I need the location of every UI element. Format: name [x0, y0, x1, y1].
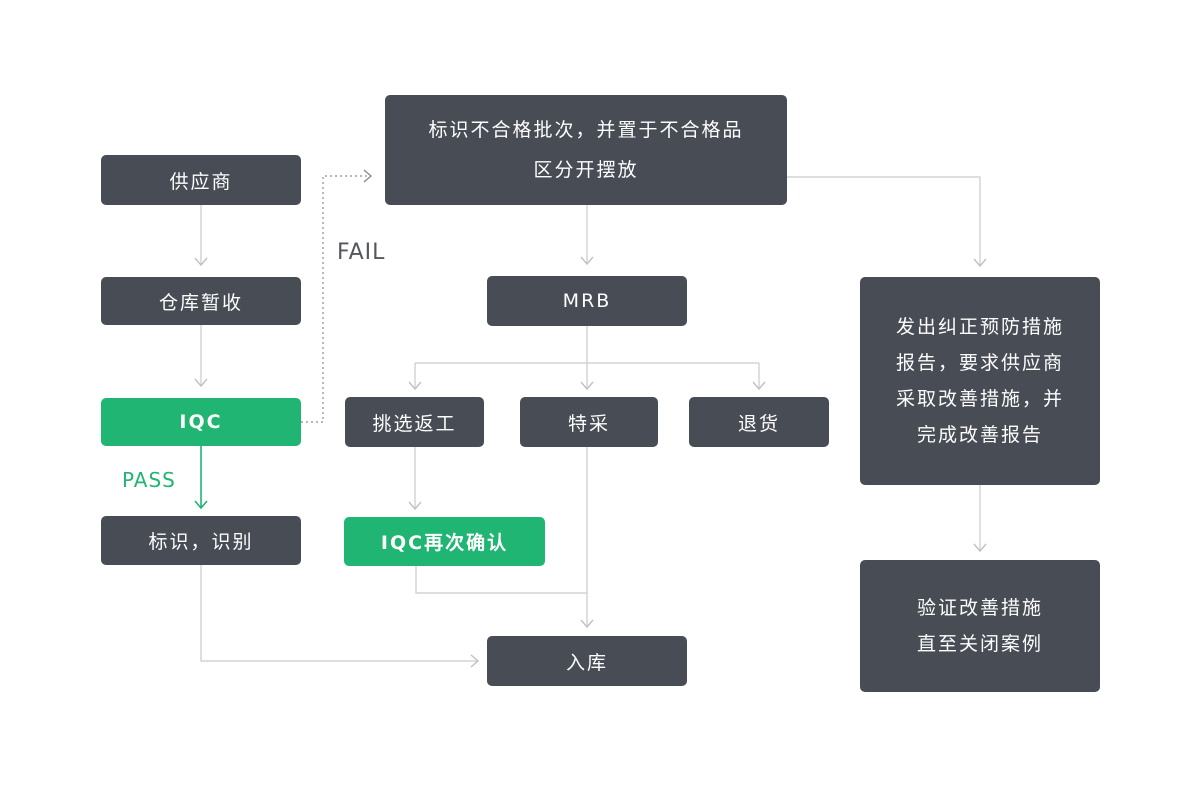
- node-mrb-label: MRB: [562, 290, 612, 312]
- arrow-capa-verify: [973, 543, 987, 553]
- pass-label: PASS: [122, 468, 176, 492]
- arrow-hold-capa: [973, 258, 987, 268]
- node-supplier: 供应商: [101, 155, 301, 205]
- node-capa-report: 发出纠正预防措施 报告，要求供应商 采取改善措施，并 完成改善报告: [860, 277, 1100, 485]
- node-nonconforming-hold: 标识不合格批次，并置于不合格品 区分开摆放: [385, 95, 787, 205]
- arrow-mrb-special: [580, 381, 594, 391]
- node-iqc: IQC: [101, 398, 301, 446]
- node-capa-report-line1: 发出纠正预防措施: [895, 316, 1064, 338]
- node-special-acceptance: 特采: [520, 397, 658, 447]
- node-capa-report-line4: 完成改善报告: [916, 424, 1043, 446]
- arrow-warehouse-iqc: [194, 378, 208, 388]
- node-warehouse-in-label: 入库: [565, 651, 608, 674]
- node-return-goods: 退货: [689, 397, 829, 447]
- arrow-sort-reconfirm: [408, 501, 422, 511]
- arrow-special-warehousein: [580, 619, 594, 629]
- node-warehouse-receive-label: 仓库暂收: [158, 291, 243, 314]
- edge-mrb-branches: [414, 326, 760, 389]
- node-iqc-reconfirm: IQC再次确认: [344, 517, 545, 566]
- edge-identify-warehousein: [200, 565, 478, 662]
- node-nonconforming-hold-line2: 区分开摆放: [533, 159, 639, 181]
- edge-hold-capa: [787, 176, 981, 266]
- node-sort-rework-label: 挑选返工: [372, 412, 457, 435]
- node-verify-close-line2: 直至关闭案例: [916, 633, 1043, 655]
- node-supplier-label: 供应商: [169, 170, 233, 193]
- node-mrb: MRB: [487, 276, 687, 326]
- node-capa-report-line3: 采取改善措施，并: [895, 388, 1064, 410]
- arrow-iqc-fail: [363, 169, 373, 183]
- node-nonconforming-hold-line1: 标识不合格批次，并置于不合格品: [428, 119, 744, 141]
- arrow-hold-mrb: [580, 256, 594, 266]
- node-iqc-label: IQC: [179, 411, 223, 433]
- node-mark-identify-label: 标识，识别: [148, 531, 254, 553]
- arrow-iqc-pass: [194, 500, 208, 510]
- node-sort-rework: 挑选返工: [345, 397, 484, 447]
- node-special-acceptance-label: 特采: [567, 412, 610, 435]
- edge-iqc-fail: [301, 175, 371, 423]
- fail-label: FAIL: [337, 240, 386, 265]
- node-iqc-reconfirm-label: IQC再次确认: [380, 532, 509, 554]
- arrow-mrb-sort: [408, 381, 422, 391]
- node-return-goods-label: 退货: [737, 412, 780, 435]
- node-capa-report-line2: 报告，要求供应商: [895, 352, 1064, 374]
- arrow-mrb-return: [752, 381, 766, 391]
- node-warehouse-in: 入库: [487, 636, 687, 686]
- arrow-identify-warehousein: [470, 654, 480, 668]
- node-verify-close-line1: 验证改善措施: [916, 597, 1043, 619]
- node-warehouse-receive: 仓库暂收: [101, 277, 301, 325]
- edge-reconfirm-join: [415, 566, 587, 594]
- node-mark-identify: 标识，识别: [101, 516, 301, 565]
- node-verify-close: 验证改善措施 直至关闭案例: [860, 560, 1100, 692]
- arrow-supplier-warehouse: [194, 257, 208, 267]
